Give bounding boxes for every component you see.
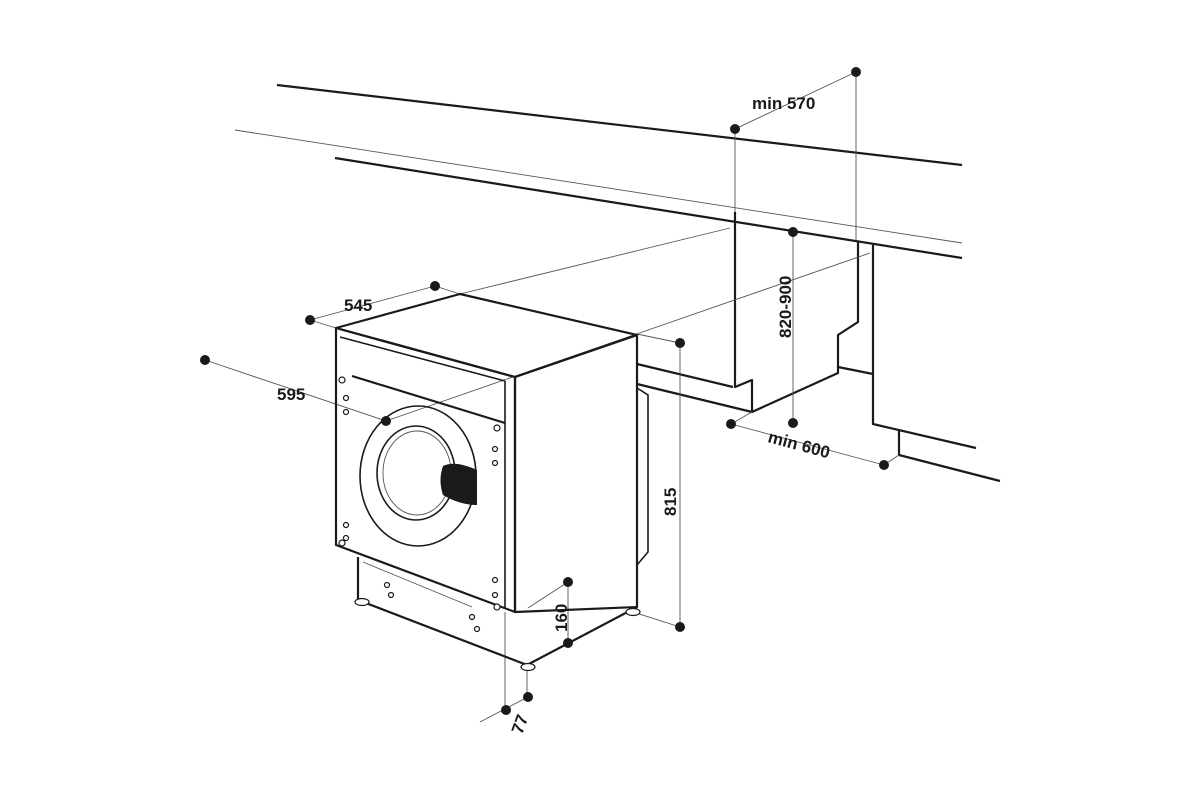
washing-machine [334, 292, 649, 672]
label-595: 595 [277, 385, 305, 404]
label-min-570: min 570 [752, 94, 815, 113]
label-160: 160 [552, 604, 571, 632]
door-handle [440, 463, 477, 505]
left-cabinet [636, 212, 860, 414]
porthole-door [359, 405, 477, 547]
label-min-600: min 600 [766, 428, 832, 463]
label-815: 815 [661, 488, 680, 516]
screw-holes [338, 376, 501, 633]
plinth [356, 557, 638, 667]
countertop [234, 83, 963, 260]
label-77: 77 [508, 712, 532, 736]
feet [354, 597, 641, 672]
label-820-900: 820-900 [776, 276, 795, 338]
right-cabinet [837, 245, 1001, 483]
label-545: 545 [344, 296, 372, 315]
dimension-markers [200, 67, 889, 715]
